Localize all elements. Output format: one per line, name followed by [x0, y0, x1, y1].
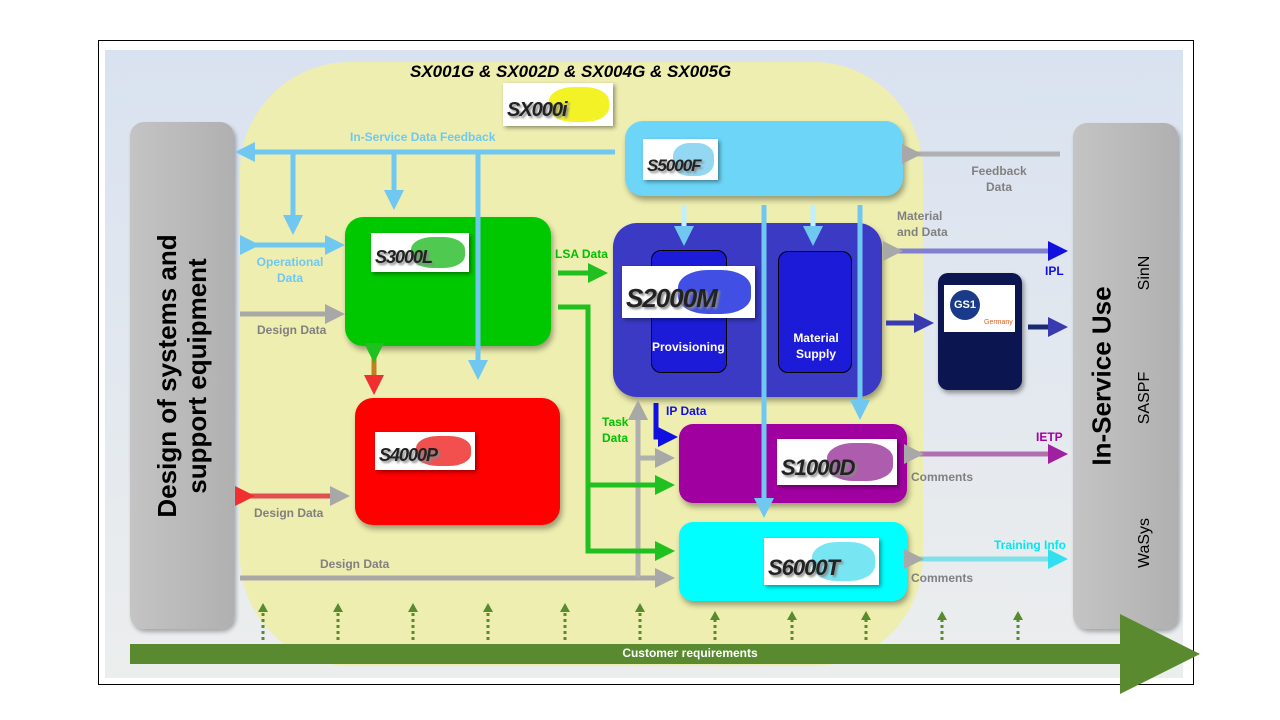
ietp-label: IETP — [1036, 430, 1063, 444]
comments-label-1: Comments — [911, 470, 974, 484]
design-data-label-1: Design Data — [257, 323, 327, 337]
diagram-frame — [98, 40, 1194, 685]
provisioning-label: Provisioning — [652, 340, 725, 354]
material-supply-box — [778, 251, 852, 373]
ip-data-label: IP Data — [666, 404, 707, 418]
s5000f-logo: S5000F — [643, 139, 718, 180]
s2000m-logo: S2000M — [622, 266, 755, 318]
feedback-label: In-Service Data Feedback — [350, 130, 496, 144]
gs1-subtitle: Germany — [984, 319, 1013, 326]
lsa-data-label: LSA Data — [555, 247, 608, 261]
feedback-data-label: Feedback Data — [971, 164, 1027, 194]
s4000p-logo: S4000P — [375, 432, 475, 470]
comments-label-2: Comments — [911, 571, 974, 585]
design-data-label-3: Design Data — [320, 557, 390, 571]
gs1-mark: GS1 — [950, 290, 980, 320]
s3000l-logo: S3000L — [371, 233, 469, 272]
task-data-label: Task Data — [602, 415, 629, 445]
in-service-pillar: In-Service Use SinN SASPF WaSys — [1073, 123, 1178, 629]
operational-label: Operational Data — [256, 255, 324, 285]
customer-requirements-label: Customer requirements — [622, 646, 758, 660]
design-data-label-2: Design Data — [254, 506, 324, 520]
training-info-label: Training Info — [994, 538, 1066, 552]
s6000t-logo: S6000T — [764, 538, 879, 585]
design-pillar: Design of systems and support equipment — [130, 122, 234, 629]
diagram-title: SX001G & SX002D & SX004G & SX005G — [410, 62, 732, 81]
material-data-label: Material and Data — [897, 209, 948, 239]
ipl-label: IPL — [1045, 264, 1064, 278]
s1000d-logo: S1000D — [777, 439, 897, 485]
sx000i-logo: SX000i — [503, 83, 613, 126]
material-supply-label: Material Supply — [793, 331, 839, 361]
gs1-logo: GS1 Germany — [944, 285, 1015, 332]
